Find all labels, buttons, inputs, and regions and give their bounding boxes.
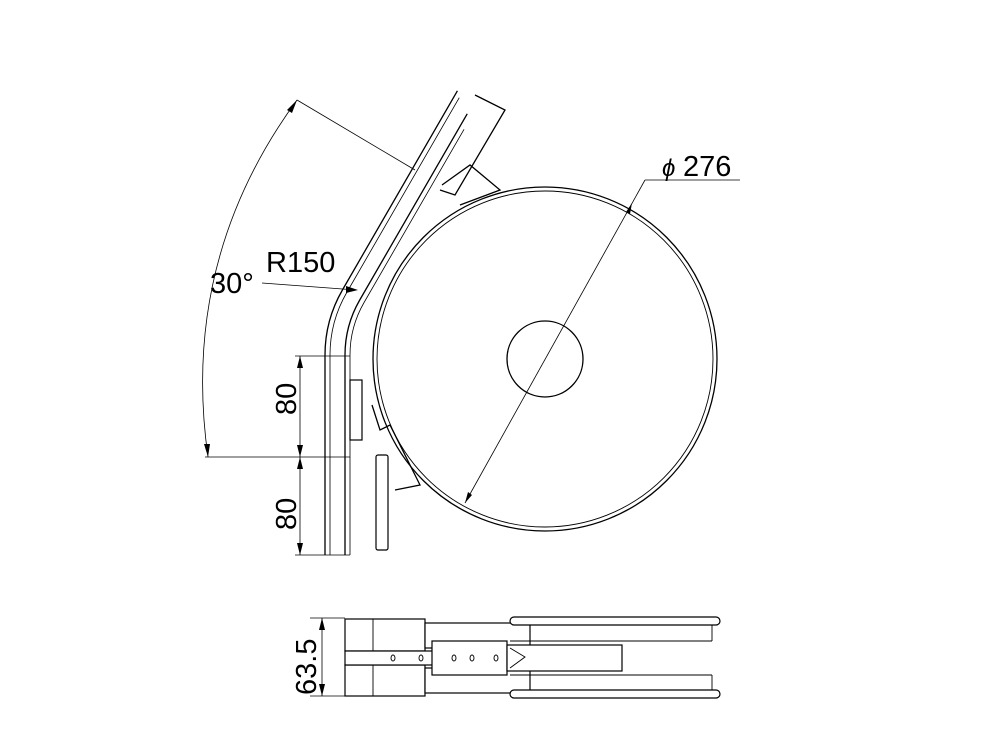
diameter-line — [464, 179, 646, 504]
bracket — [349, 379, 363, 441]
belt-top — [509, 616, 721, 626]
bolt-holes — [390, 654, 499, 662]
angle-arrow — [204, 444, 210, 457]
diameter-symbol: ϕ — [662, 155, 675, 182]
side-block — [344, 664, 426, 697]
side-block — [344, 618, 426, 652]
wheel-outer — [372, 186, 718, 532]
radius-arrow — [346, 286, 358, 293]
dim-arrow — [297, 457, 303, 469]
track-edge — [344, 113, 468, 555]
wheel-rim — [376, 190, 714, 528]
dim-arrow — [319, 684, 325, 696]
diameter-arrow — [465, 492, 472, 503]
bracket-arm — [371, 404, 421, 491]
height-label: 63.5 — [291, 639, 323, 695]
top-view: ϕ 276 30° R150 80 80 — [202, 90, 740, 556]
angle-dimension-arc — [202, 99, 298, 458]
length-label-upper: 80 — [271, 383, 303, 415]
angle-arrow — [287, 100, 297, 113]
curved-track — [324, 90, 468, 555]
length-label-lower: 80 — [271, 498, 303, 530]
dim-arrow — [297, 445, 303, 457]
dim-arrow — [319, 618, 325, 630]
motor-body — [506, 644, 623, 672]
upper-rail — [439, 94, 506, 196]
dim-arrow — [297, 356, 303, 368]
wheel-hub — [506, 320, 584, 398]
center-housing — [431, 640, 508, 676]
support-leg — [375, 454, 389, 551]
bracket-arm — [441, 164, 502, 206]
radius-leader — [261, 282, 357, 291]
track-edge — [349, 129, 465, 555]
angle-label: 30° — [210, 268, 254, 300]
radius-label: R150 — [266, 247, 335, 279]
diameter-arrow — [626, 203, 632, 214]
track-edge — [324, 90, 458, 555]
side-view: 63.5 — [291, 616, 721, 699]
dim-arrow — [297, 543, 303, 555]
diameter-label: 276 — [683, 151, 731, 183]
chevron-detail — [509, 647, 526, 669]
belt-bottom — [509, 689, 721, 699]
extension-line — [296, 99, 416, 171]
